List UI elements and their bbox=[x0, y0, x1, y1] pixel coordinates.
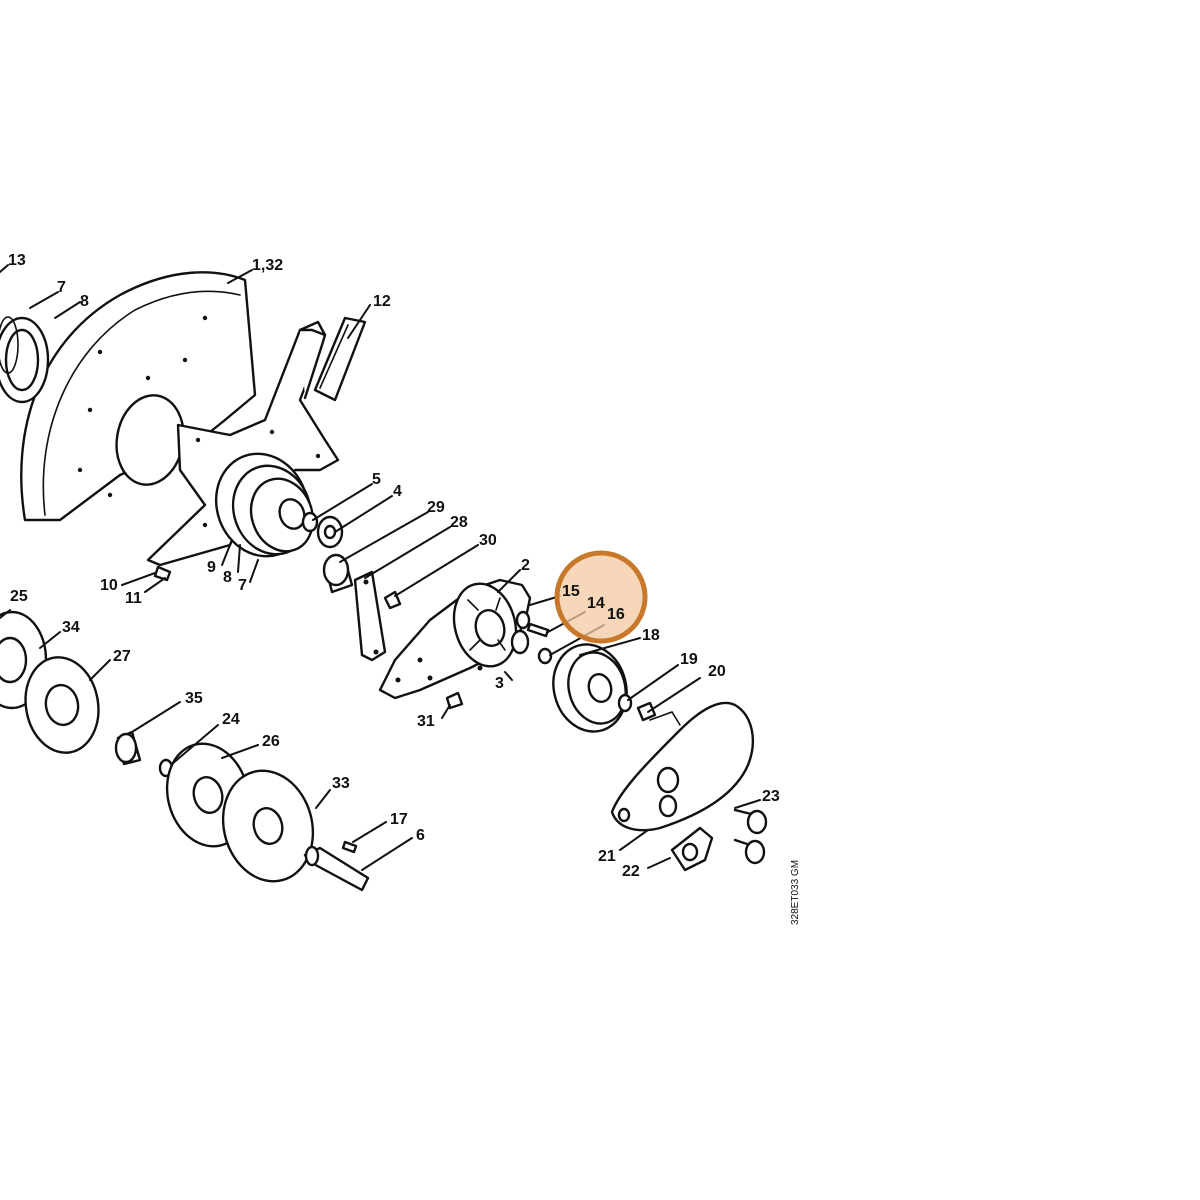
bearing-cover bbox=[378, 578, 532, 710]
link-plate bbox=[353, 570, 402, 662]
callout-17: 17 bbox=[390, 811, 408, 828]
callout-4: 4 bbox=[393, 483, 402, 500]
callout-26: 26 bbox=[262, 733, 280, 750]
arbor-shaft bbox=[303, 840, 370, 892]
callout-2: 2 bbox=[521, 557, 530, 574]
callouts: 13 7 8 1,32 12 5 4 29 28 30 10 11 9 8 7 … bbox=[8, 252, 801, 925]
callout-16: 16 bbox=[607, 606, 625, 623]
callout-35: 35 bbox=[185, 690, 203, 707]
callout-11: 11 bbox=[125, 590, 142, 607]
callout-22: 22 bbox=[622, 863, 640, 880]
support-arm bbox=[146, 320, 340, 567]
callout-18: 18 bbox=[642, 627, 660, 644]
callout-14: 14 bbox=[587, 595, 605, 612]
belt-guard bbox=[610, 701, 755, 832]
callout-12: 12 bbox=[373, 293, 391, 310]
callout-21: 21 bbox=[598, 848, 616, 865]
callout-1-32: 1,32 bbox=[252, 257, 283, 274]
callout-5: 5 bbox=[372, 471, 381, 488]
callout-31: 31 bbox=[417, 713, 435, 730]
tensioner-bracket bbox=[313, 316, 367, 402]
wheel-guard bbox=[20, 271, 257, 522]
knob-screws bbox=[670, 808, 768, 872]
callout-25: 25 bbox=[10, 588, 28, 605]
pulley-assembly bbox=[214, 452, 315, 558]
callout-20: 20 bbox=[708, 663, 726, 680]
callout-33: 33 bbox=[332, 775, 350, 792]
callout-8-upper: 8 bbox=[80, 293, 89, 310]
callout-27: 27 bbox=[113, 648, 131, 665]
callout-8-lower: 8 bbox=[223, 569, 232, 586]
bearings-and-spacer bbox=[301, 511, 354, 594]
callout-29: 29 bbox=[427, 499, 445, 516]
callout-7-lower: 7 bbox=[238, 577, 247, 594]
callout-19: 19 bbox=[680, 651, 698, 668]
callout-13: 13 bbox=[8, 252, 26, 269]
callout-7-upper: 7 bbox=[57, 279, 66, 296]
bolts-10-11 bbox=[153, 565, 172, 582]
callout-9: 9 bbox=[207, 559, 216, 576]
callout-30: 30 bbox=[479, 532, 497, 549]
callout-24: 24 bbox=[222, 711, 240, 728]
callout-3: 3 bbox=[495, 675, 504, 692]
callout-10: 10 bbox=[100, 577, 118, 594]
pulley-18 bbox=[552, 643, 657, 733]
seal-rings bbox=[0, 316, 50, 404]
callout-6: 6 bbox=[416, 827, 425, 844]
callout-15: 15 bbox=[562, 583, 580, 600]
callout-34: 34 bbox=[62, 619, 80, 636]
highlight-circle bbox=[554, 550, 648, 644]
callout-28: 28 bbox=[450, 514, 468, 531]
drawing-code: 328ET033 GM bbox=[790, 860, 801, 925]
leader-lines bbox=[0, 264, 761, 871]
circlip-and-washers bbox=[510, 610, 553, 665]
callout-23: 23 bbox=[762, 788, 780, 805]
flanges-lower bbox=[0, 610, 315, 883]
